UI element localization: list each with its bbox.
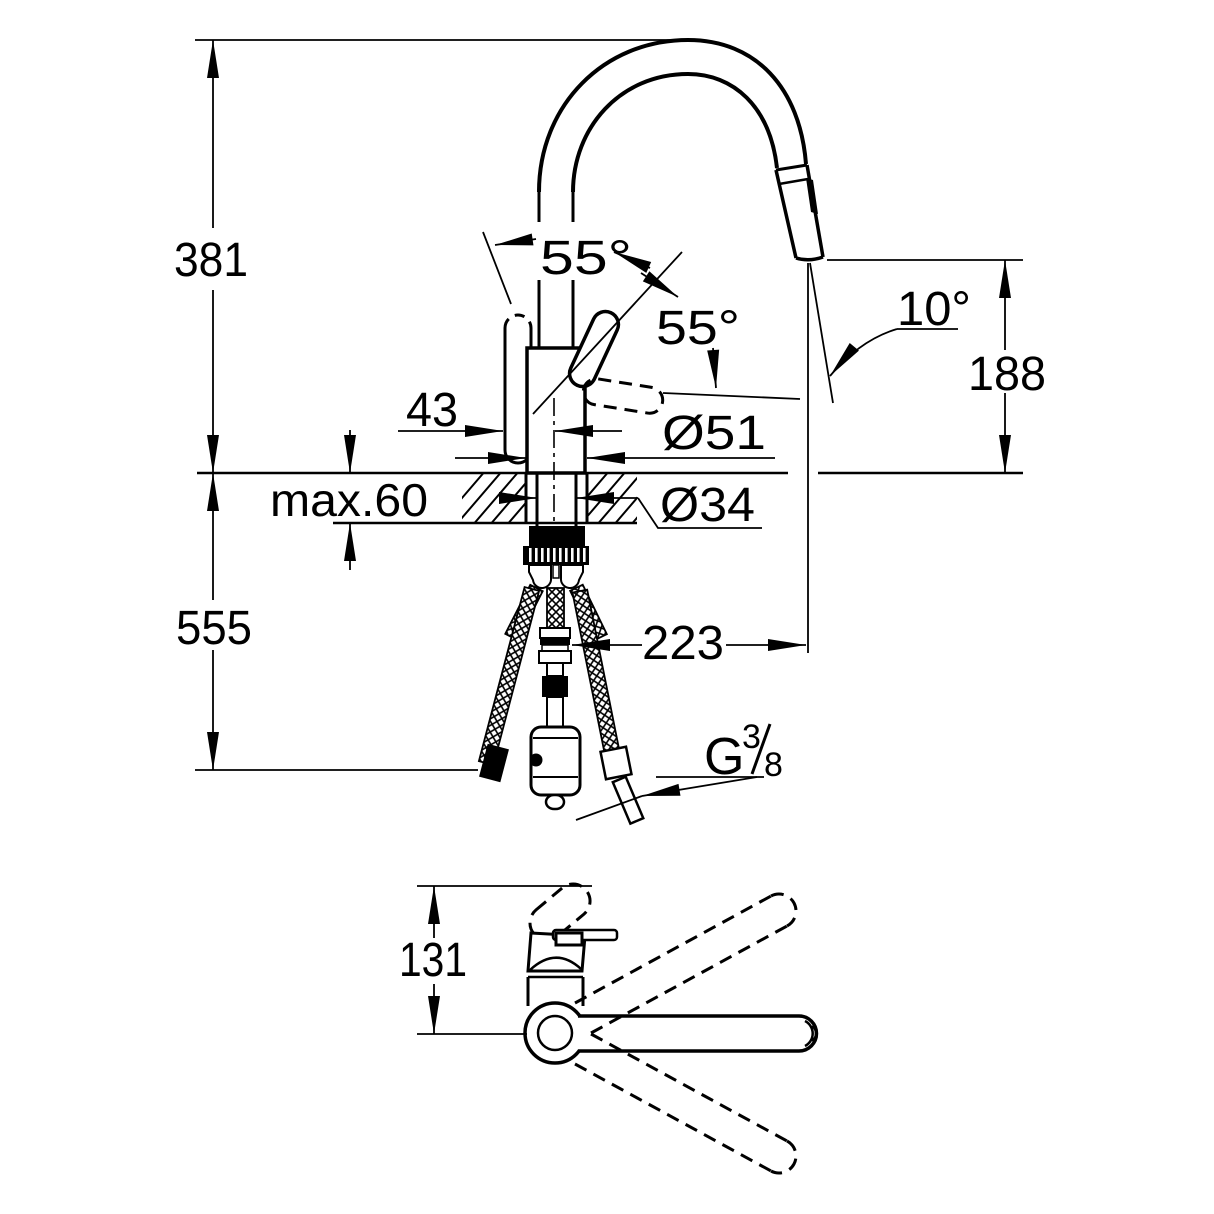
dim-body-depth: 131	[399, 934, 467, 987]
dimensions-main-view: 381 555 max.60 43 Ø51 Ø34 188 10°	[174, 39, 1046, 821]
dim-handle-swing-lower: 55°	[656, 302, 740, 355]
dim-spray-angle: 10°	[897, 283, 971, 336]
hose-left-nut	[479, 743, 509, 783]
hose-weight-assembly	[529, 627, 582, 811]
thread-letter: G	[704, 728, 744, 786]
dim-shank-diameter: Ø34	[660, 479, 755, 532]
angle-line-vertical-axis	[482, 231, 512, 305]
spray-tilted-axis	[809, 262, 834, 404]
dim-handle-offset: 43	[406, 384, 458, 437]
top-view-spout-swivel-up	[574, 892, 798, 1035]
dim-below-deck: 555	[176, 602, 252, 655]
faucet-top-view: 131	[399, 882, 819, 1175]
spray-head	[774, 163, 825, 262]
thread-denominator: 8	[764, 746, 783, 784]
hose-right-nut	[599, 745, 633, 781]
mounting-hardware	[523, 526, 589, 589]
handle-down-position	[581, 377, 665, 415]
faucet-side-view	[197, 37, 1023, 826]
top-view-base	[526, 977, 585, 1006]
gooseneck-spout	[537, 37, 808, 193]
riser-pipe	[537, 190, 575, 348]
dim-handle-swing-upper: 55°	[540, 232, 632, 285]
top-view-spout-swivel-down	[574, 1032, 798, 1175]
dim-body-diameter: Ø51	[662, 407, 766, 460]
connection-hoses	[477, 583, 645, 826]
spray-head-detail	[806, 178, 818, 214]
dim-overall-height: 381	[174, 234, 248, 287]
deck-hatch-left	[462, 473, 526, 523]
top-view-cartridge-dome	[529, 956, 582, 971]
top-view-spout	[578, 1014, 819, 1053]
dimensions-top-view: 131	[399, 885, 592, 1035]
mounting-nut-ribs	[529, 548, 586, 562]
dim-outlet-height: 188	[968, 348, 1046, 401]
thread-fraction-slash	[750, 723, 772, 775]
angle-line-horizontal-axis	[662, 392, 801, 400]
dim-thread-size: G 3 8	[575, 718, 783, 821]
dim-outlet-offset: 223	[642, 617, 724, 670]
dim-deck-thickness: max.60	[270, 474, 428, 526]
top-view-lever-hub	[554, 931, 584, 947]
thread-numerator: 3	[742, 718, 761, 756]
